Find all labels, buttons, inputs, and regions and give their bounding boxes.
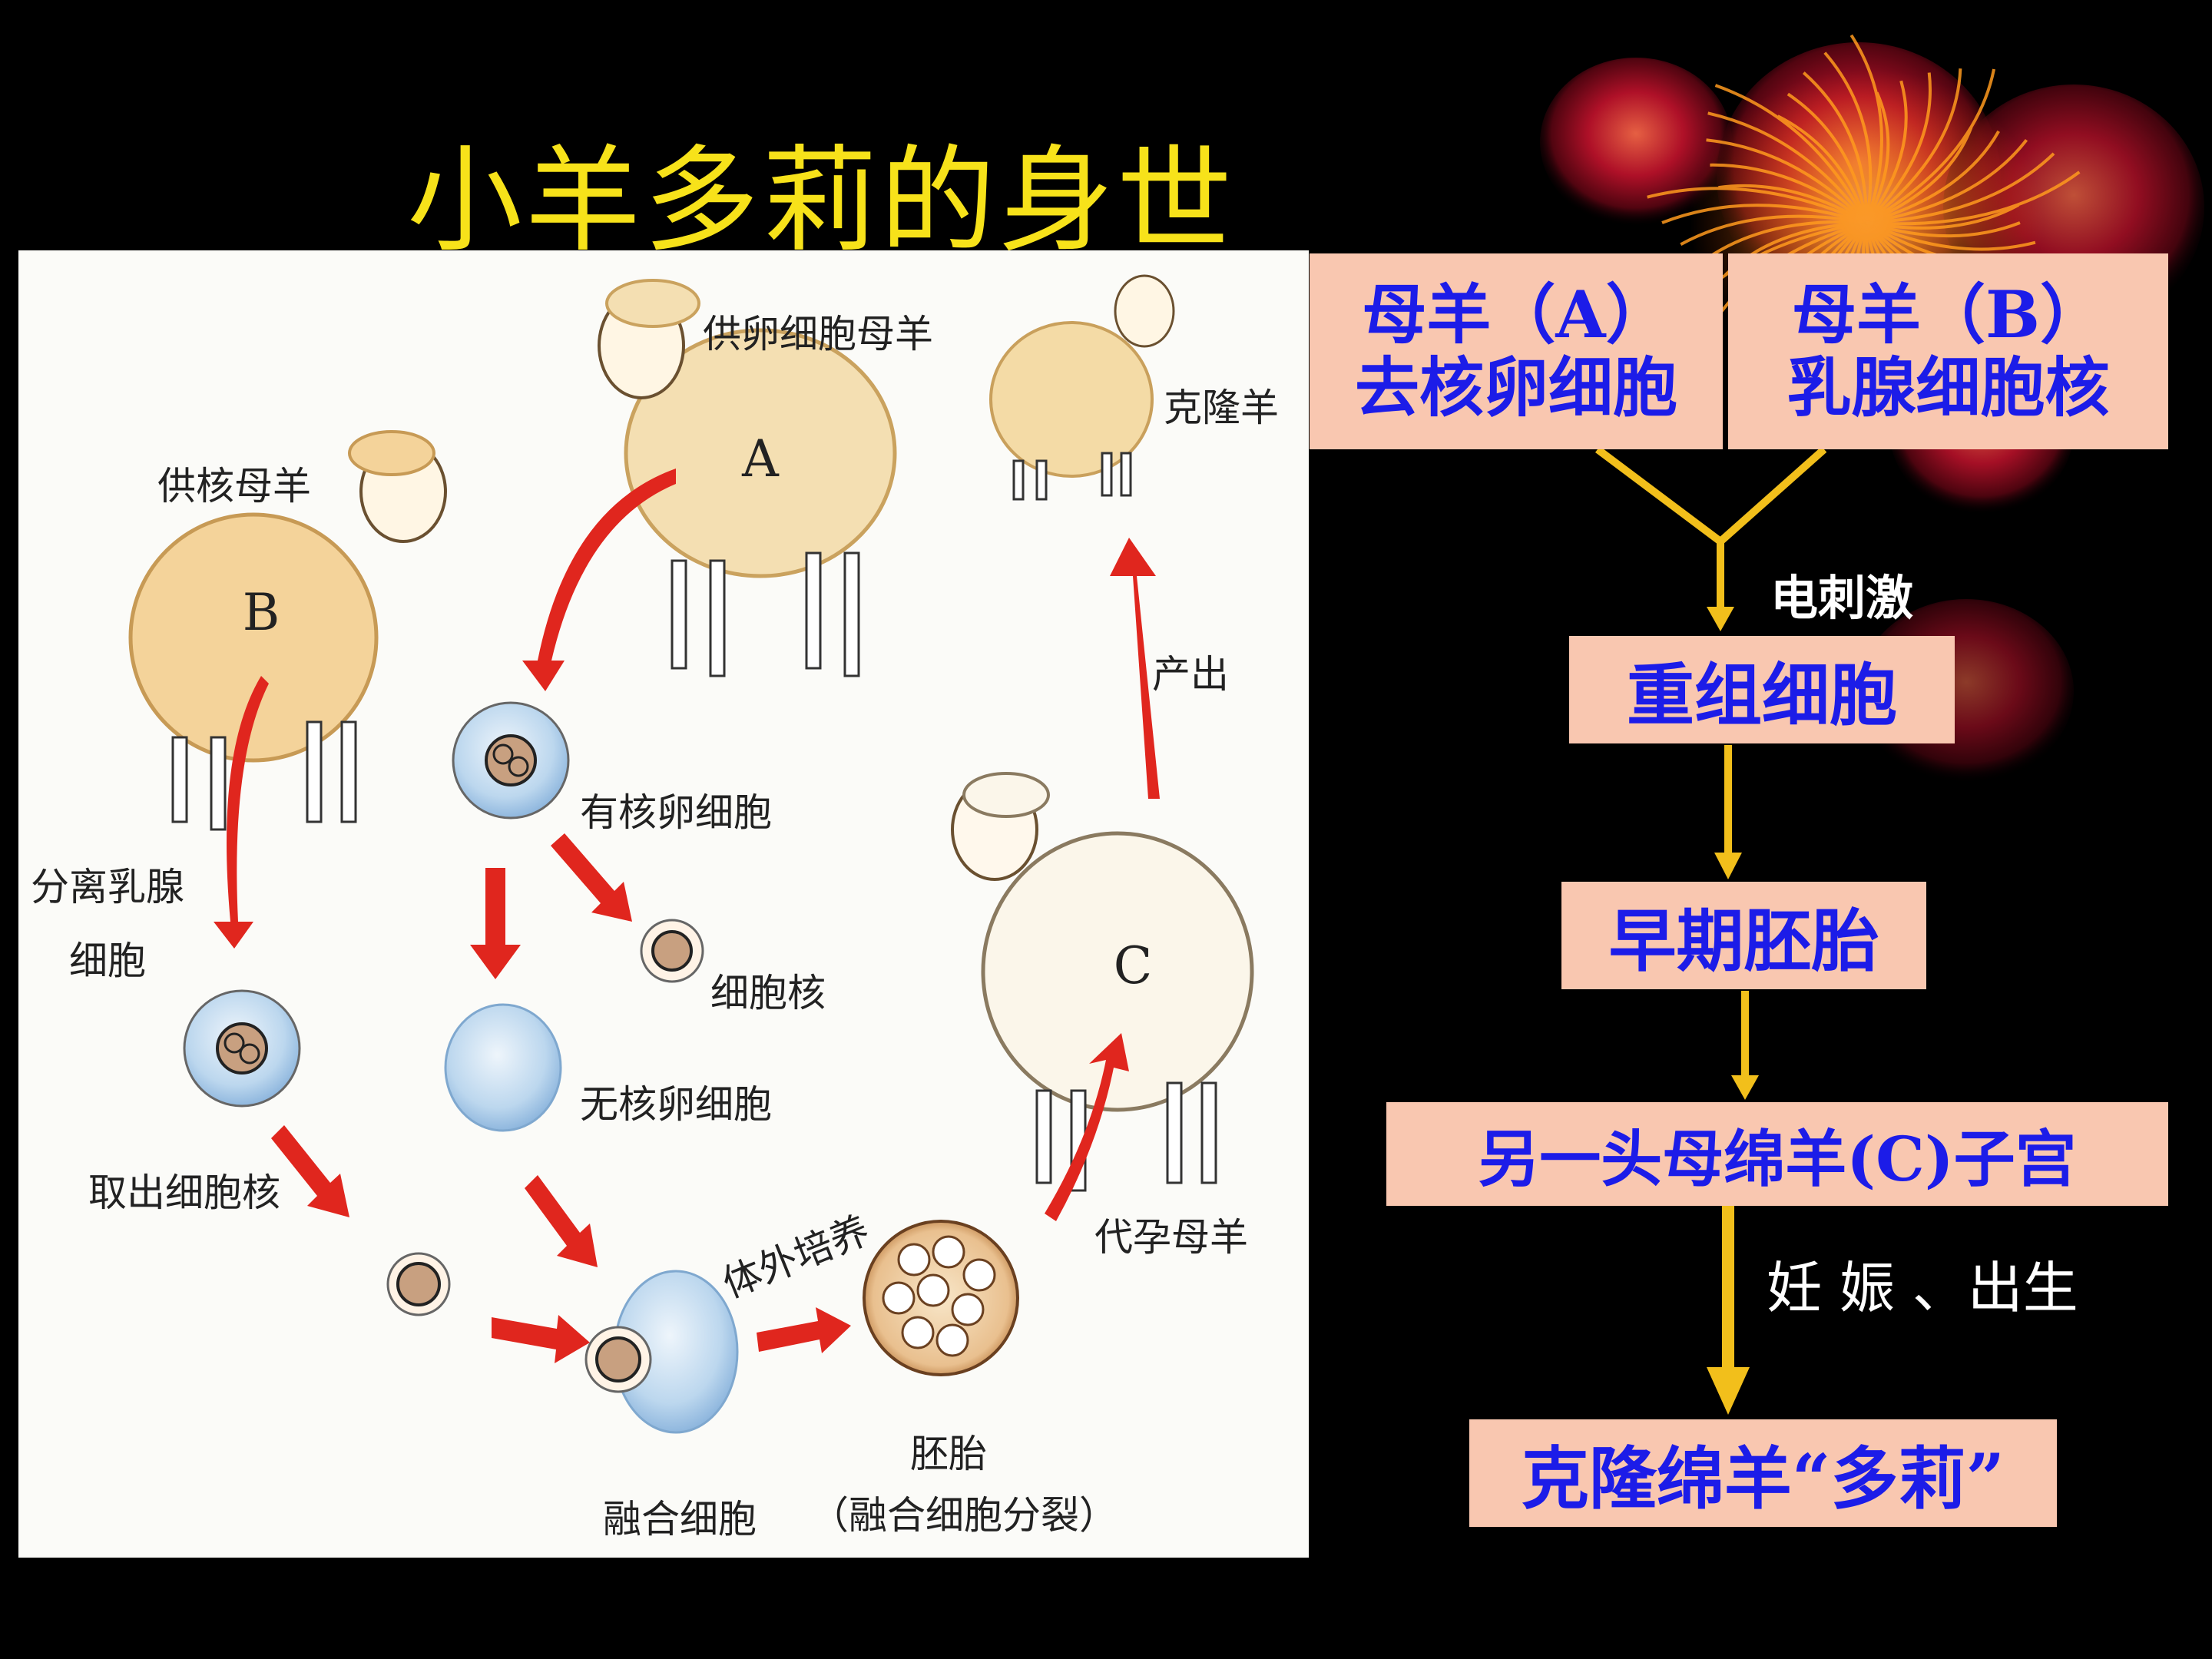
pregnancy-label: 妊 娠 、出生: [1767, 1256, 2078, 1320]
firework-ray: [1661, 204, 1867, 224]
firework-ray: [1866, 171, 2081, 226]
ewe-b-line1: 母羊（B）: [1792, 276, 2104, 353]
mammary-cell: [183, 989, 301, 1108]
sheep-c: C: [951, 772, 1254, 1192]
label-born: 产出: [1152, 652, 1229, 697]
sheep-c-label: C: [1114, 936, 1153, 995]
firework-ray: [1823, 51, 1873, 224]
ewe-b-line2: 乳腺细胞核: [1786, 349, 2110, 426]
label-enucleated-egg: 无核卵细胞: [580, 1082, 772, 1127]
enucleated-egg-cell: [444, 1003, 562, 1132]
firework-ray: [1706, 138, 1868, 224]
embryo-cell: [863, 1220, 1019, 1376]
sheep-a-label: A: [741, 429, 780, 488]
firework-ray: [1865, 80, 1908, 224]
label-fused-cell: 融合细胞: [603, 1497, 757, 1541]
label-extract-nucleus: 取出细胞核: [88, 1171, 280, 1215]
firework-ray: [1866, 204, 2020, 230]
fused-cell: [584, 1270, 739, 1434]
firework-ray: [1866, 130, 2000, 224]
nucleated-egg-cell: [452, 701, 570, 820]
label-nucleus-donor: 供核母羊: [157, 464, 311, 508]
label-surrogate: 代孕母羊: [1094, 1215, 1248, 1260]
sheep-b: B: [128, 430, 447, 831]
flow-box-uterus: 另一头母绵羊(C)子宫: [1386, 1102, 2168, 1206]
flow-box-dolly: 克隆绵羊“多莉”: [1469, 1419, 2057, 1527]
sheep-a: A: [598, 279, 897, 677]
firework-ray: [1866, 221, 2036, 251]
firework-ray: [1701, 220, 1867, 263]
firework-ray: [1786, 92, 1868, 224]
label-nucleated-egg: 有核卵细胞: [580, 790, 772, 835]
extracted-nucleus: [386, 1252, 451, 1316]
label-embryo: 胚胎: [910, 1432, 987, 1476]
flowchart-connectors: [1595, 446, 1827, 1367]
slide-title: 小羊多莉的身世: [407, 134, 1236, 268]
label-cells: 细胞: [69, 939, 146, 983]
firework-ray: [1710, 163, 1868, 224]
label-nucleus: 细胞核: [710, 971, 826, 1015]
firework-ray: [1718, 184, 1868, 224]
firework-ray: [1707, 111, 1868, 224]
flow-box-ewe-a: 母羊（A） 去核卵细胞: [1310, 253, 1723, 449]
label-embryo-note: （融合细胞分裂）: [810, 1493, 1118, 1538]
firework-ray: [1647, 187, 1867, 224]
firework-ray: [1865, 68, 1996, 224]
firework-ray: [1866, 139, 2028, 224]
flow-box-early-embryo: 早期胚胎: [1561, 882, 1926, 989]
removed-nucleus: [640, 919, 704, 983]
firework-ray: [1777, 114, 1868, 224]
flow-box-recombinant-cell: 重组细胞: [1569, 636, 1955, 743]
diagram-arrows: [214, 469, 1160, 1363]
stimulus-label: 电刺激: [1770, 570, 1914, 626]
firework-ray: [1865, 72, 1932, 224]
ewe-a-line1: 母羊（A）: [1362, 276, 1671, 353]
ewe-a-line2: 去核卵细胞: [1354, 349, 1677, 426]
flowchart-arrowheads: [1707, 607, 1759, 1415]
sheep-b-label: B: [243, 583, 280, 642]
firework-ray: [1802, 71, 1869, 224]
firework-ray: [1680, 214, 1867, 246]
firework-ray: [1714, 84, 1868, 224]
firework-ray: [1865, 68, 1962, 224]
label-egg-donor: 供卵细胞母羊: [703, 312, 933, 356]
label-separate-mammary: 分离乳腺: [31, 865, 184, 909]
firework-ray: [1866, 127, 1973, 224]
flow-box-ewe-b: 母羊（B） 乳腺细胞核: [1728, 253, 2168, 449]
label-clone: 克隆羊: [1164, 386, 1279, 430]
firework-ray: [1849, 34, 1883, 224]
clone-sheep: [989, 274, 1175, 501]
firework-ray: [1866, 221, 2021, 238]
firework-ray: [1865, 91, 1890, 224]
firework-ray: [1866, 152, 2055, 224]
